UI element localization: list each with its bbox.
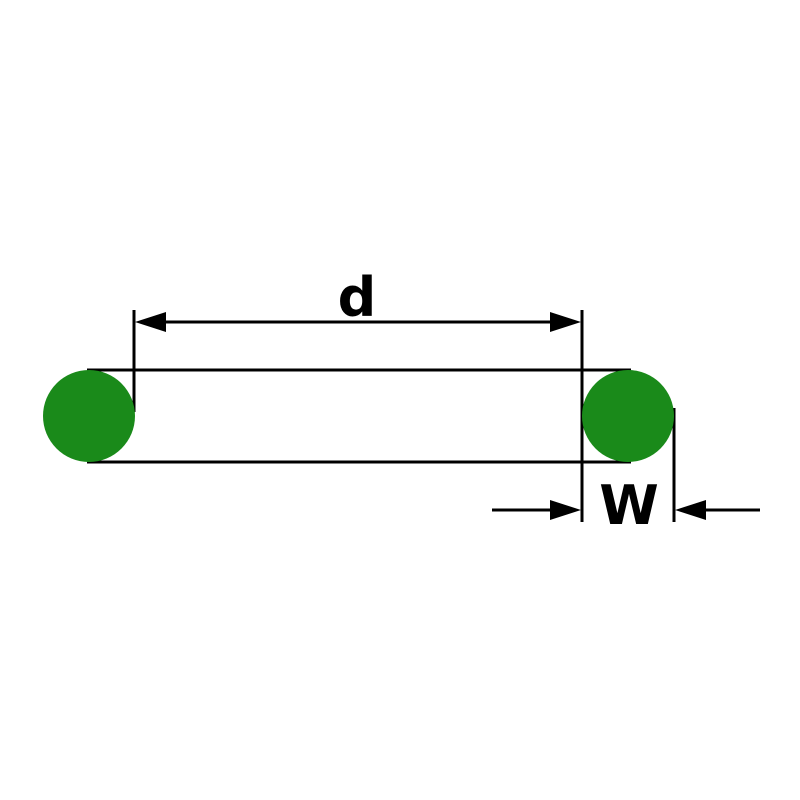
oring-cross-section-right xyxy=(582,370,674,462)
arrowhead-w-left-icon xyxy=(550,500,581,520)
arrowhead-d-right-icon xyxy=(550,312,581,332)
arrowhead-d-left-icon xyxy=(135,312,166,332)
label-cross-section-width: W xyxy=(599,474,659,537)
label-inner-diameter: d xyxy=(338,266,377,329)
arrowhead-w-right-icon xyxy=(675,500,706,520)
oring-cross-section-left xyxy=(43,370,135,462)
